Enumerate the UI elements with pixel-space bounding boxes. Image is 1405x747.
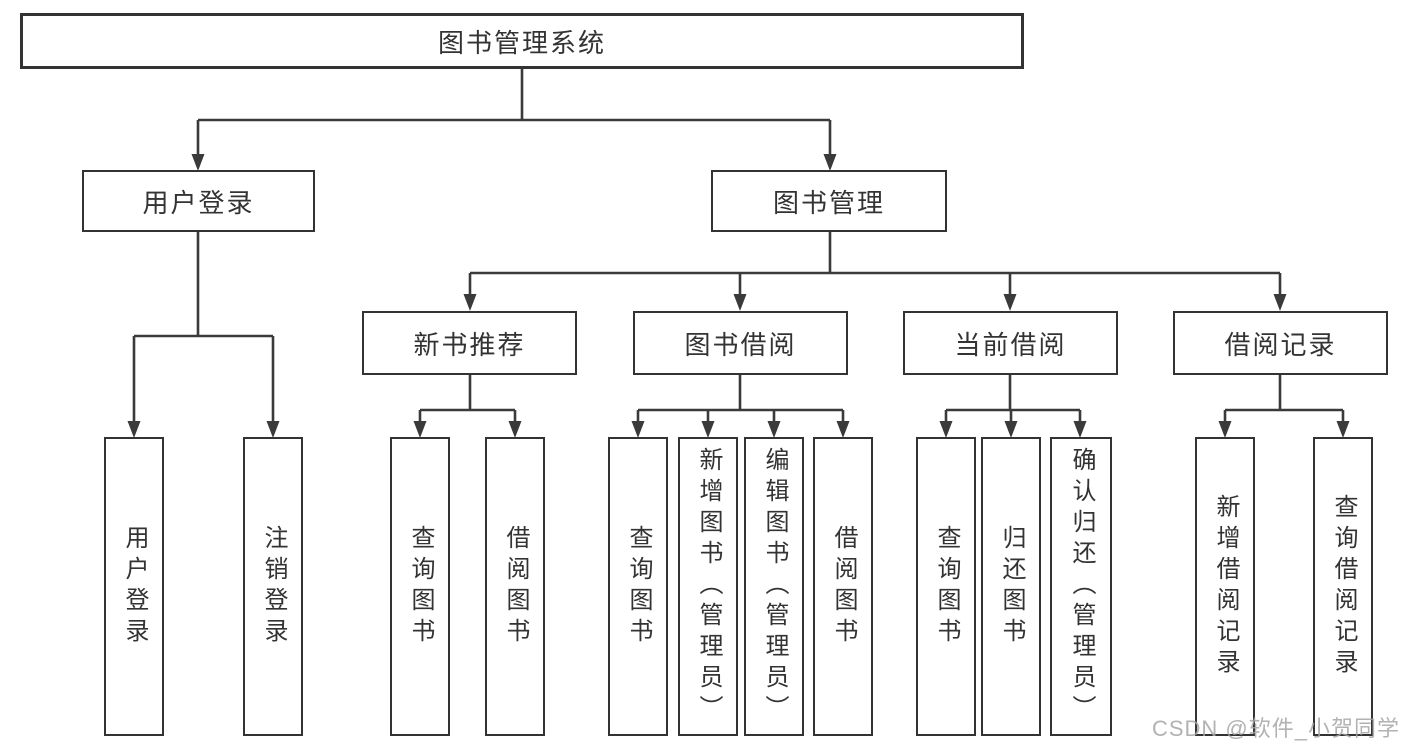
leaf-add-book-admin: 新增图书（管理员） bbox=[678, 437, 738, 736]
leaf-query-borrow-record: 查询借阅记录 bbox=[1313, 437, 1373, 736]
leaf-user-login: 用户登录 bbox=[104, 437, 164, 736]
leaf-borrow-books-recommend: 借阅图书 bbox=[485, 437, 545, 736]
node-book-management: 图书管理 bbox=[711, 170, 947, 232]
leaf-add-borrow-record: 新增借阅记录 bbox=[1195, 437, 1255, 736]
leaf-borrow-books: 借阅图书 bbox=[813, 437, 873, 736]
connector-new-book-recommend-to-leaves bbox=[413, 375, 522, 438]
connector-book-management-to-level3 bbox=[463, 232, 1287, 311]
leaf-query-books-recommend: 查询图书 bbox=[390, 437, 450, 736]
connector-book-borrow-to-leaves bbox=[631, 375, 850, 438]
leaf-return-book: 归还图书 bbox=[981, 437, 1041, 736]
connector-root-to-level2 bbox=[191, 69, 837, 171]
node-book-borrow: 图书借阅 bbox=[633, 311, 848, 375]
node-new-book-recommend: 新书推荐 bbox=[362, 311, 577, 375]
node-current-borrow: 当前借阅 bbox=[903, 311, 1118, 375]
connector-user-login-to-leaves bbox=[127, 232, 280, 438]
leaf-edit-book-admin: 编辑图书（管理员） bbox=[744, 437, 804, 736]
node-user-login: 用户登录 bbox=[82, 170, 315, 232]
leaf-logout: 注销登录 bbox=[243, 437, 303, 736]
leaf-query-books-borrow: 查询图书 bbox=[608, 437, 668, 736]
watermark: CSDN @软件_小贺同学 bbox=[1151, 716, 1400, 741]
node-borrow-records: 借阅记录 bbox=[1173, 311, 1388, 375]
connector-current-borrow-to-leaves bbox=[939, 375, 1087, 438]
leaf-query-books-current: 查询图书 bbox=[916, 437, 976, 736]
leaf-confirm-return-admin: 确认归还（管理员） bbox=[1050, 437, 1112, 736]
connector-borrow-records-to-leaves bbox=[1218, 375, 1350, 438]
node-root-library-system: 图书管理系统 bbox=[20, 13, 1024, 69]
